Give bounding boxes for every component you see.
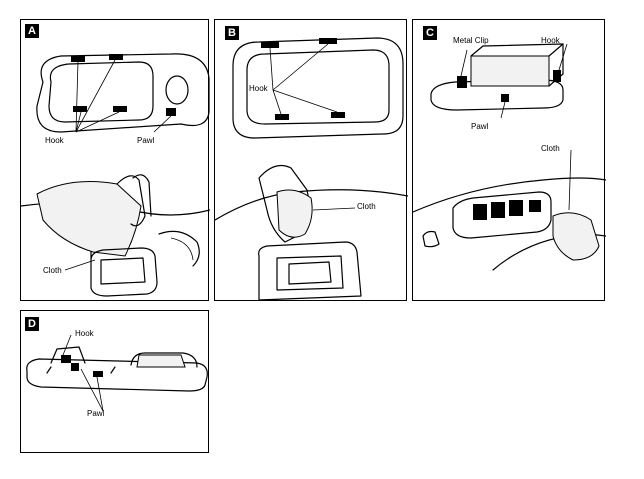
label-cloth-b: Cloth (357, 202, 376, 211)
panel-c-badge: C (423, 26, 437, 40)
panel-c: C Metal Clip Hook Pawl Cloth (412, 19, 606, 301)
panel-c-illustration (413, 43, 606, 271)
label-pawl-d: Pawl (87, 409, 105, 418)
label-cloth-c: Cloth (541, 144, 560, 153)
panel-a-badge: A (25, 24, 39, 38)
label-cloth-a: Cloth (43, 266, 62, 275)
panel-b-badge: B (225, 26, 239, 40)
label-hook-a: Hook (45, 136, 64, 145)
label-pawl-a: Pawl (137, 136, 155, 145)
panel-b: B Hook Cloth (214, 19, 408, 301)
label-pawl-c: Pawl (471, 122, 489, 131)
panel-d: D Hook Pawl (20, 310, 209, 453)
panel-a: A Hook Pawl Cloth (20, 19, 210, 301)
label-metal-clip-c: Metal Clip (453, 36, 489, 45)
label-hook-d: Hook (75, 329, 94, 338)
panel-d-illustration (26, 334, 208, 412)
panel-d-badge: D (25, 317, 39, 331)
label-hook-c: Hook (541, 36, 560, 45)
panel-a-illustration (21, 53, 210, 297)
panel-b-illustration (215, 37, 408, 301)
label-hook-b: Hook (249, 84, 268, 93)
